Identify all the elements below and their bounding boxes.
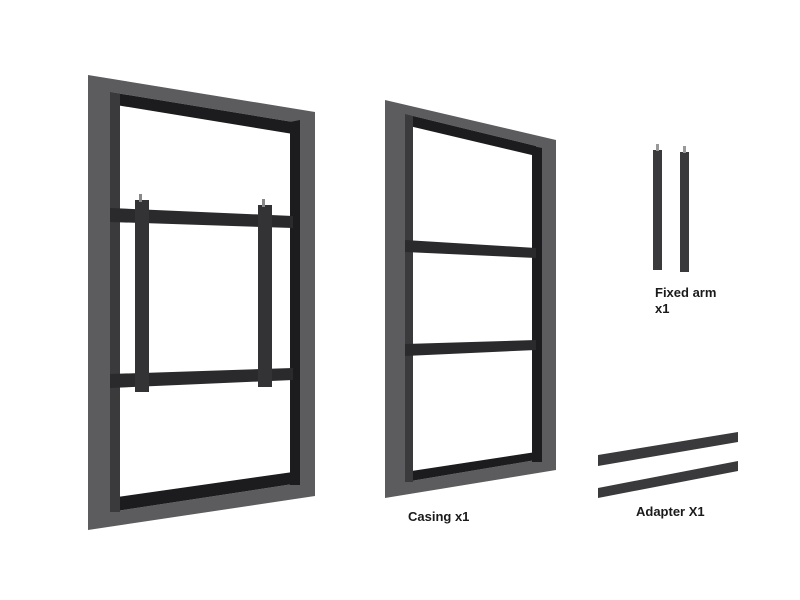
fixed-arms [653, 144, 689, 272]
crossbar-bottom [110, 368, 293, 388]
assembled-frame [88, 75, 315, 530]
casing-crossbar-top [405, 240, 536, 258]
casing-label: Casing x1 [408, 509, 470, 524]
casing-crossbar-bottom [405, 340, 536, 356]
vertical-arm-left [135, 200, 149, 392]
fixed-arm-label-qty: x1 [655, 301, 670, 316]
vertical-arm-right [258, 205, 272, 387]
fixed-arm-label: Fixed arm x1 [655, 285, 716, 317]
adapters [598, 432, 738, 498]
fixed-arm-label-name: Fixed arm [655, 285, 717, 300]
adapter-label: Adapter X1 [636, 504, 705, 519]
crossbar-top [110, 208, 293, 228]
casing-frame [385, 100, 556, 498]
